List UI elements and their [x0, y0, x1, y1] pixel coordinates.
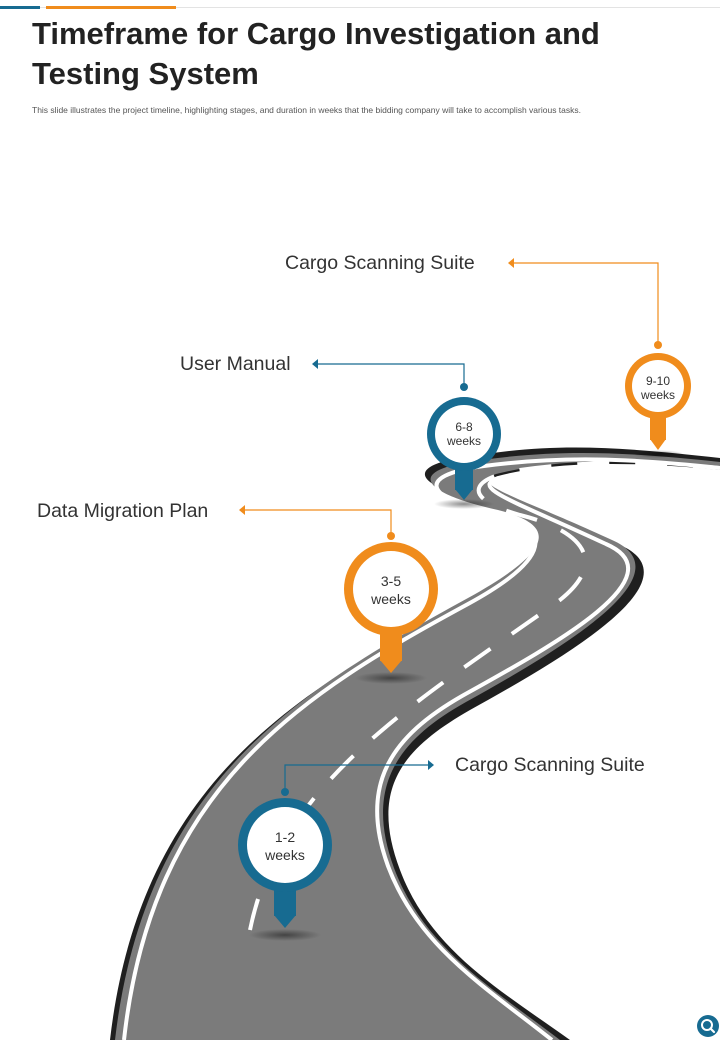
- milestone-duration-4: 9-10 weeks: [626, 374, 690, 402]
- milestone-pin-1: [238, 798, 332, 928]
- accent-bar-orange: [46, 6, 176, 9]
- milestone-label-3: User Manual: [180, 353, 291, 375]
- search-button[interactable]: [696, 1014, 720, 1040]
- milestone-unit-1: weeks: [265, 847, 305, 863]
- connector-3-arrow: [312, 359, 318, 369]
- page-subtitle: This slide illustrates the project timel…: [32, 105, 582, 115]
- milestone-unit-4: weeks: [640, 388, 675, 402]
- milestone-pin-4: [625, 353, 691, 450]
- road-center-dashes: [248, 461, 720, 931]
- connector-2-dot: [387, 532, 395, 540]
- milestone-pin-3: [427, 397, 501, 500]
- connector-4: [514, 262, 659, 344]
- milestone-pin-2: [344, 542, 438, 673]
- milestone-range-4: 9-10: [645, 374, 671, 388]
- pin-shadow-1: [249, 929, 321, 941]
- accent-bar-blue: [0, 6, 40, 9]
- connector-1: [284, 764, 428, 790]
- road-line-right: [375, 463, 720, 1040]
- milestone-label-4: Cargo Scanning Suite: [285, 252, 475, 274]
- pin-shadow-2: [355, 672, 427, 684]
- pin-shadow-3: [434, 499, 494, 509]
- page-title: Timeframe for Cargo Investigation and Te…: [32, 16, 600, 91]
- connector-3-dot: [460, 383, 468, 391]
- milestone-unit-2: weeks: [371, 591, 411, 607]
- milestone-label-1: Cargo Scanning Suite: [455, 754, 645, 776]
- connector-4-dot: [654, 341, 662, 349]
- milestone-duration-1: 1-2 weeks: [245, 828, 325, 864]
- road-line-left: [122, 457, 720, 1040]
- milestone-unit-3: weeks: [446, 434, 481, 448]
- connector-4-arrow: [508, 258, 514, 268]
- milestone-label-2: Data Migration Plan: [37, 500, 209, 522]
- connector-1-arrow: [428, 760, 434, 770]
- connector-2: [245, 509, 392, 535]
- magnifier-icon: [697, 1015, 719, 1037]
- connector-3: [318, 363, 465, 386]
- milestone-duration-2: 3-5 weeks: [351, 572, 431, 608]
- pin-shadow-4: [632, 450, 684, 458]
- connector-1-dot: [281, 788, 289, 796]
- milestone-duration-3: 6-8 weeks: [429, 420, 499, 448]
- road-surface: [115, 453, 720, 1040]
- connector-2-arrow: [239, 505, 245, 515]
- milestone-range-1: 1-2: [274, 829, 296, 845]
- milestone-range-2: 3-5: [380, 573, 402, 589]
- milestone-range-3: 6-8: [455, 420, 473, 434]
- header-rule: [0, 7, 720, 8]
